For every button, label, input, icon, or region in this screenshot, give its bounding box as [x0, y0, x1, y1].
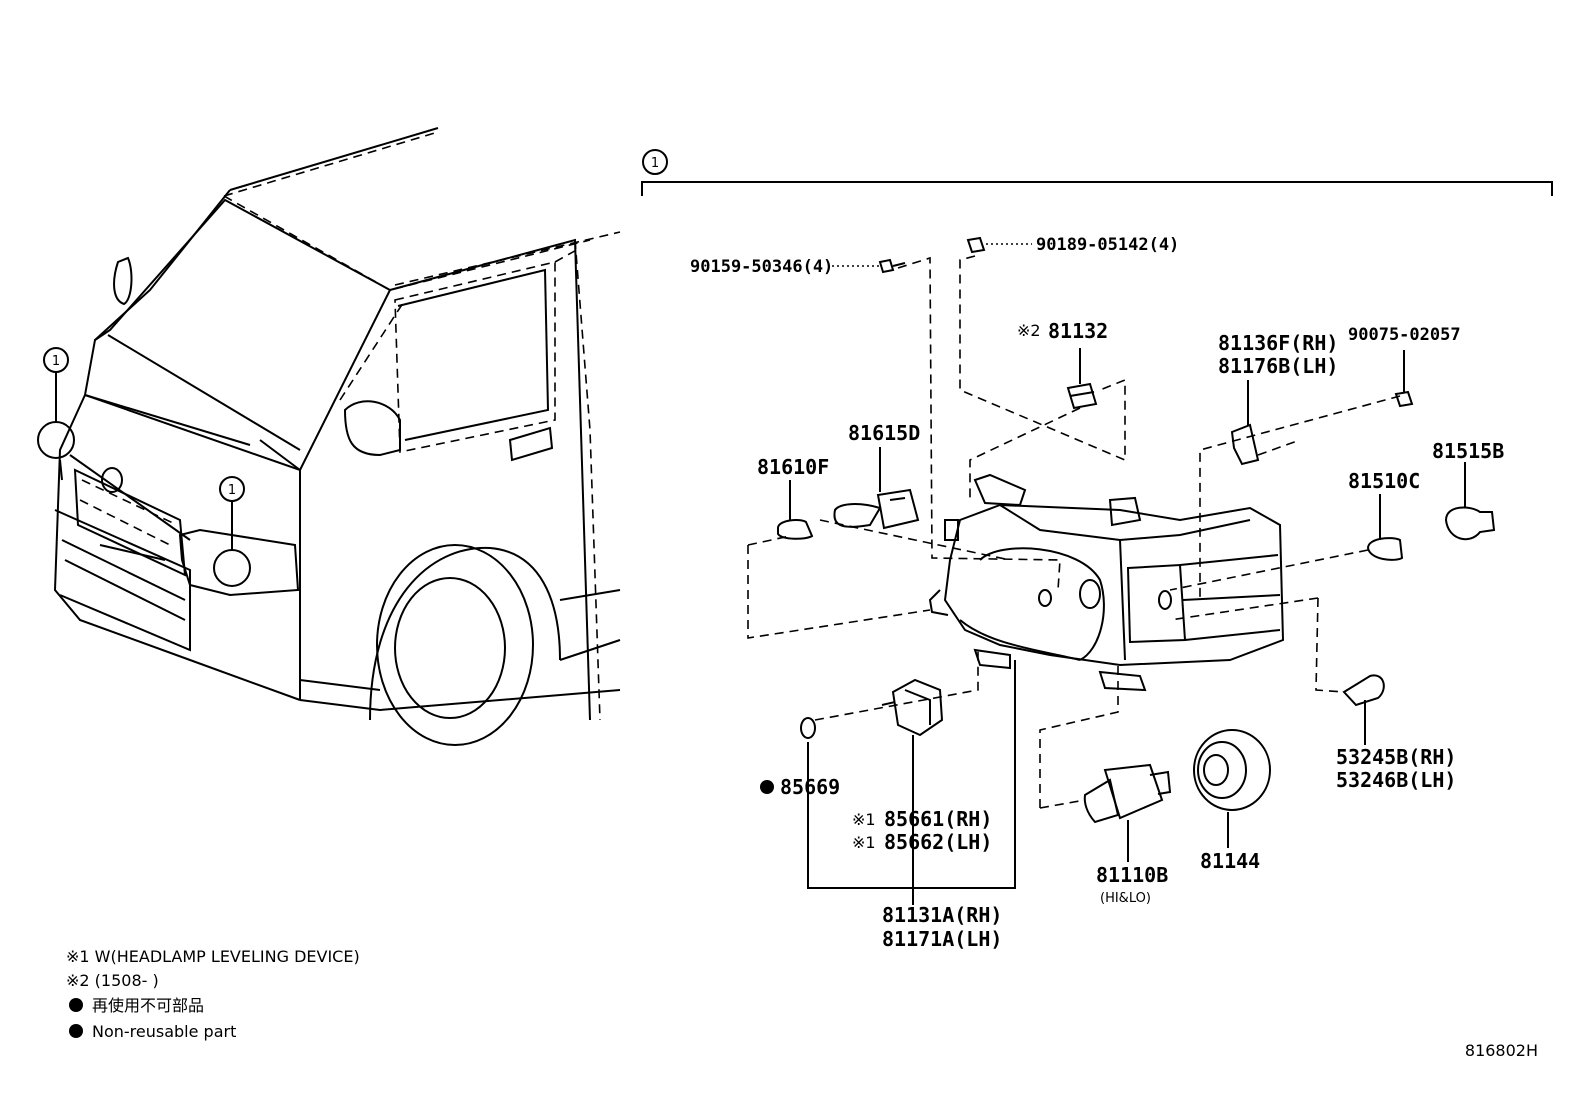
label-90189: 90189-05142(4)	[1036, 235, 1179, 255]
screw-90159	[878, 258, 906, 274]
bulb-81110	[1083, 763, 1172, 824]
figure-id: 816802H	[1465, 1041, 1538, 1060]
label-85662: 85662(LH)	[884, 830, 992, 854]
part-labels: 90159-50346(4) 90189-05142(4) ※2 81132 8…	[690, 235, 1504, 951]
van-callout-2: 1	[228, 483, 236, 498]
leveling-device-85661	[881, 678, 944, 737]
label-81136: 81136F(RH)	[1218, 331, 1338, 355]
label-81610: 81610F	[757, 455, 829, 479]
non-reusable-marker-85669	[760, 780, 774, 794]
label-90159: 90159-50346(4)	[690, 257, 833, 277]
label-85661-mark: ※1	[852, 810, 876, 829]
label-85669: 85669	[780, 775, 840, 799]
label-81615: 81615D	[848, 421, 920, 445]
non-reusable-bullet-en	[69, 1024, 83, 1038]
label-81515: 81515B	[1432, 439, 1504, 463]
label-81171: 81171A(LH)	[882, 927, 1002, 951]
label-81510: 81510C	[1348, 469, 1420, 493]
screw-90075	[1394, 390, 1414, 408]
group-callout: 1	[651, 156, 659, 171]
note-4: Non-reusable part	[92, 1022, 236, 1041]
assembly-bracket: 1	[641, 149, 1553, 196]
bulb-81615	[833, 488, 920, 530]
bracket-81136	[1230, 423, 1260, 466]
screw-90189	[966, 236, 986, 254]
label-81144: 81144	[1200, 849, 1260, 873]
label-85661: 85661(RH)	[884, 807, 992, 831]
label-90075: 90075-02057	[1348, 325, 1461, 345]
label-81132-mark: ※2	[1017, 321, 1041, 340]
label-53246: 53246B(LH)	[1336, 768, 1456, 792]
label-81132: 81132	[1048, 319, 1108, 343]
note-2: ※2 (1508- )	[66, 971, 159, 990]
label-81110: 81110B	[1096, 863, 1168, 887]
note-3: 再使用不可部品	[92, 996, 204, 1015]
label-53245: 53245B(RH)	[1336, 745, 1456, 769]
label-81176: 81176B(LH)	[1218, 354, 1338, 378]
label-85662-mark: ※1	[852, 833, 876, 852]
bulb-81510	[1366, 537, 1404, 561]
bulb-81610	[777, 519, 814, 540]
clip-53245	[1342, 674, 1385, 707]
socket-81132	[1066, 382, 1098, 410]
legend-notes: ※1 W(HEADLAMP LEVELING DEVICE) ※2 (1508-…	[66, 947, 360, 1041]
socket-81515	[1444, 506, 1496, 541]
oring-85669	[800, 717, 816, 739]
cap-81144	[1193, 729, 1271, 811]
non-reusable-bullet-jp	[69, 998, 83, 1012]
label-81110-sub: (HI&LO)	[1100, 891, 1151, 906]
van-callout-1: 1	[52, 354, 60, 369]
note-1: ※1 W(HEADLAMP LEVELING DEVICE)	[66, 947, 360, 966]
leader-lines	[747, 243, 1466, 905]
headlamp-housing	[928, 473, 1285, 692]
van-illustration: 1 1	[37, 127, 621, 746]
label-81131: 81131A(RH)	[882, 903, 1002, 927]
